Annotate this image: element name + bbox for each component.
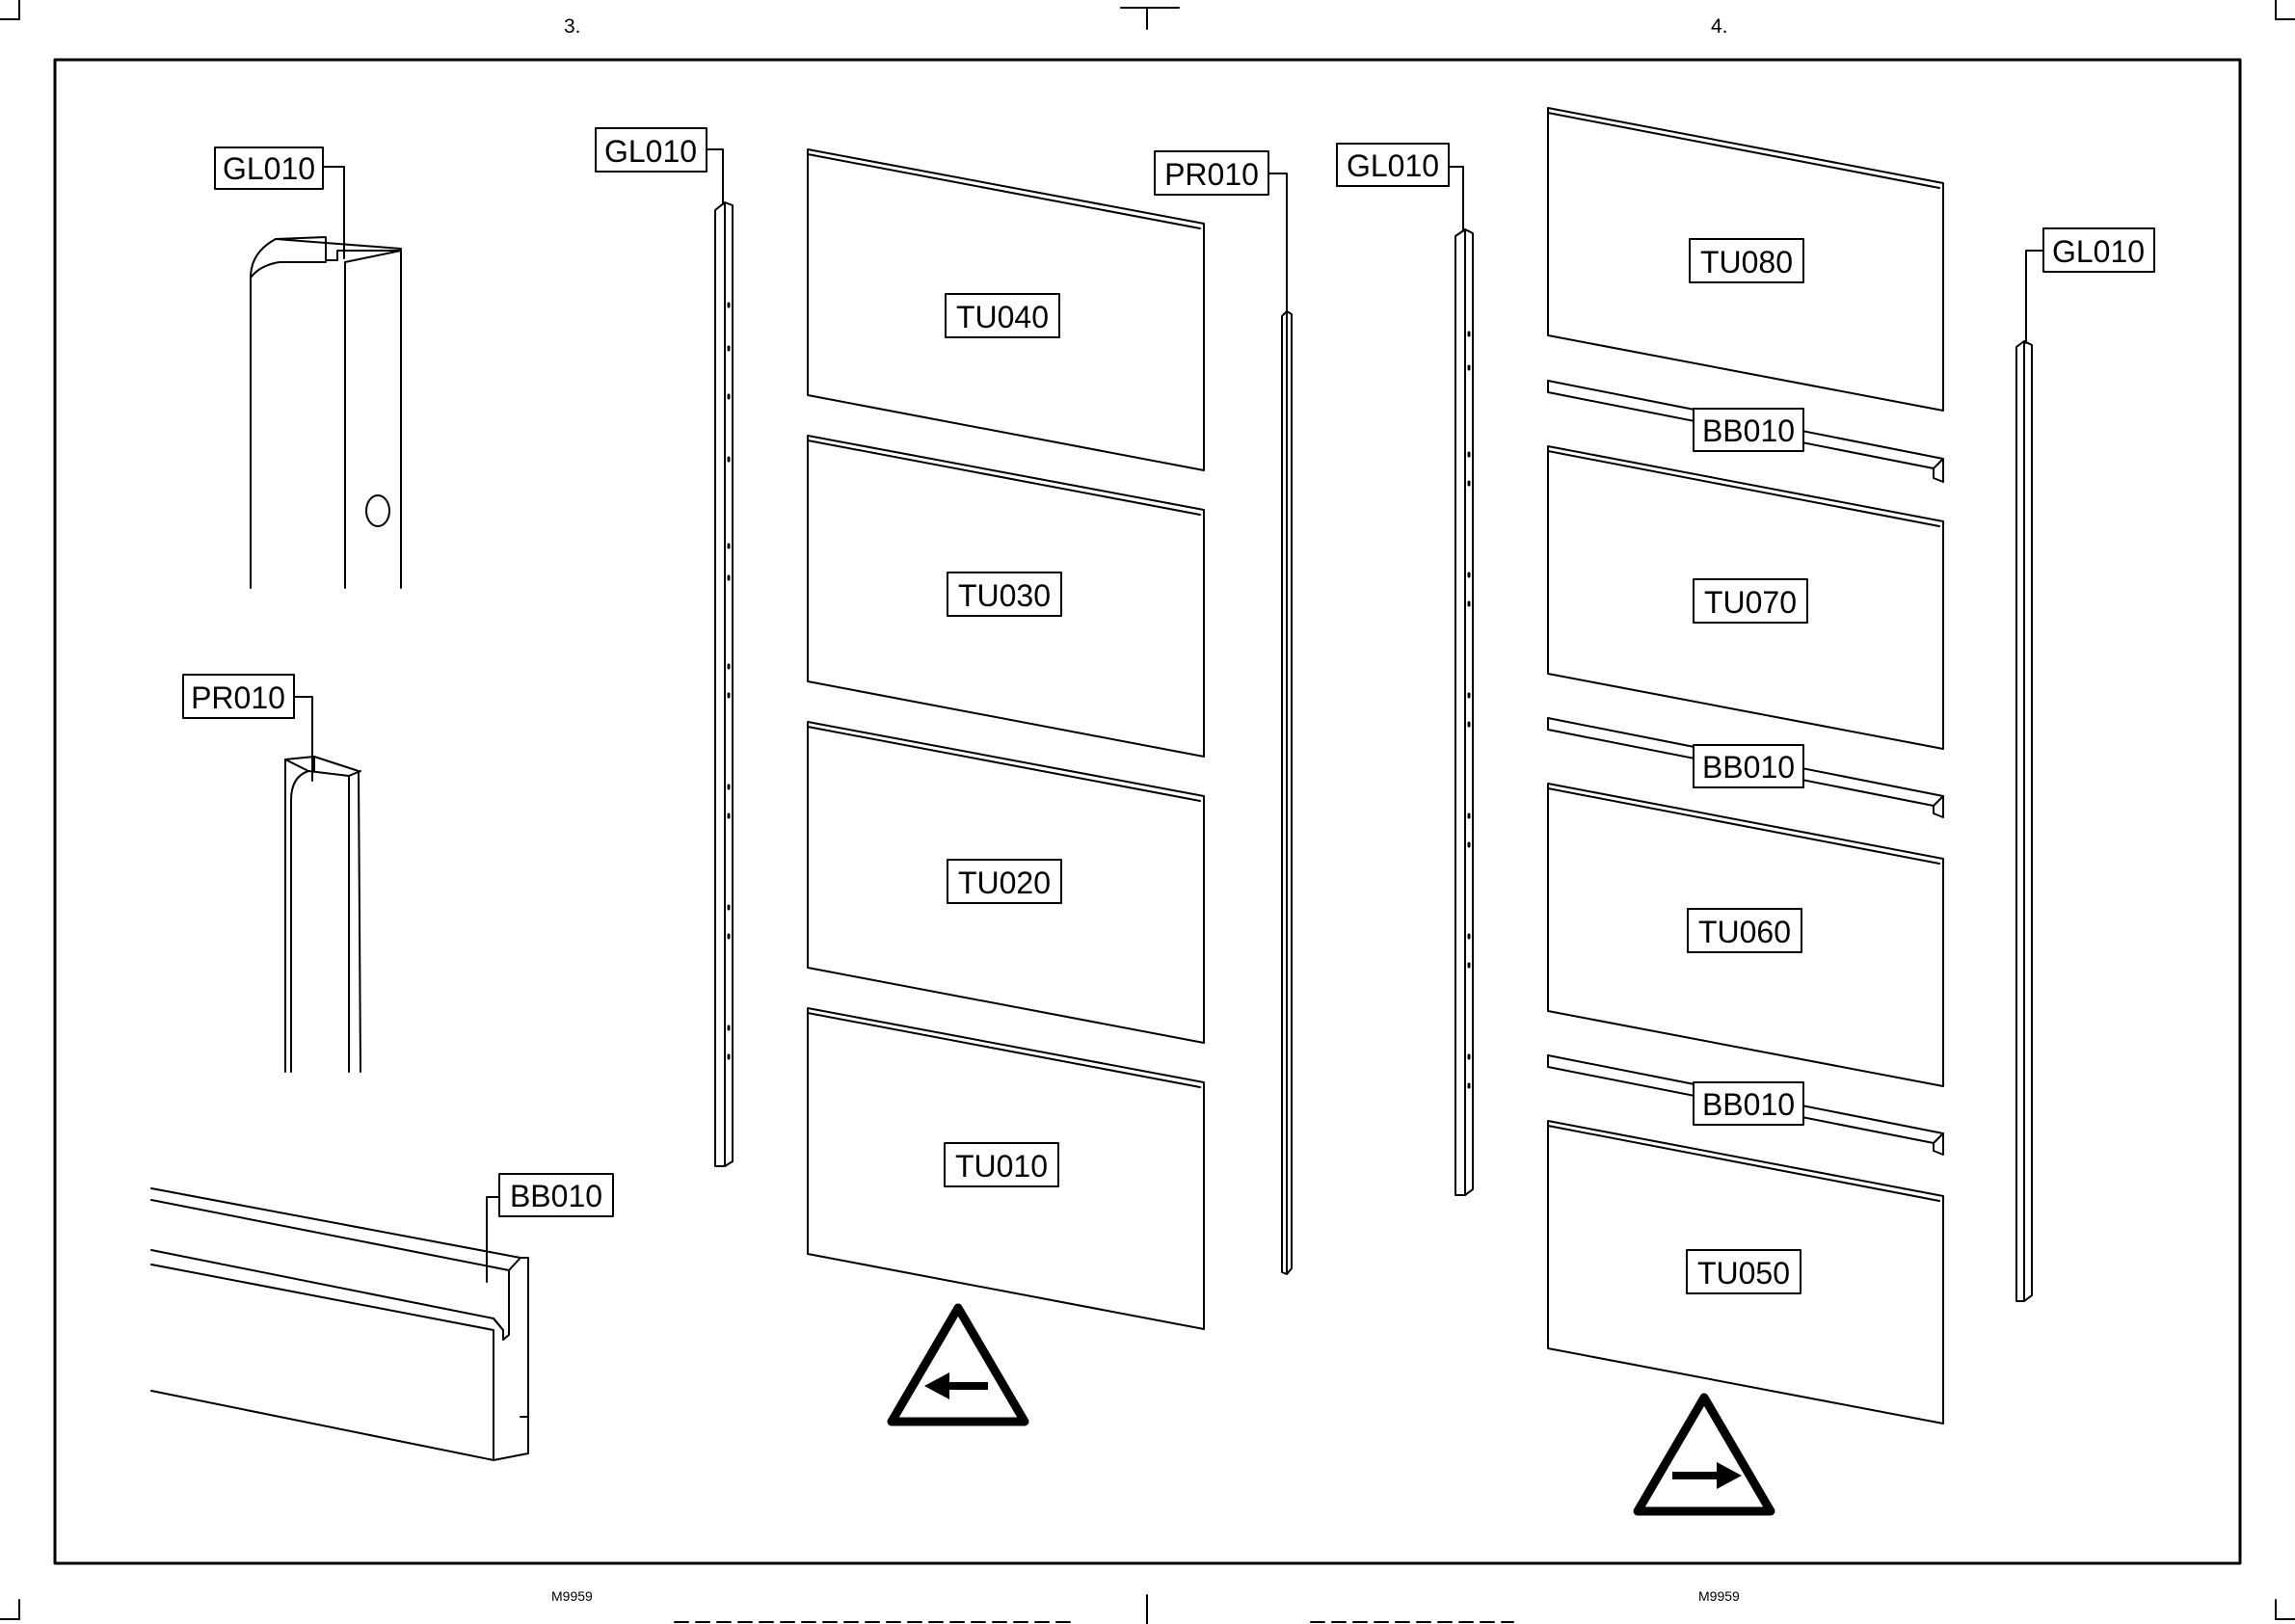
label-tu080: TU080 [1700,245,1793,280]
rail-bb010-c: BB010 [1548,1055,1943,1155]
label-detail-gl010-text: GL010 [223,151,315,186]
pr010-profile-detail [285,697,360,1072]
label-bb010-b: BB010 [1702,750,1795,785]
label-step4-gl010-left: GL010 [1337,144,1449,186]
label-tu020: TU020 [958,865,1051,900]
panel-tu020: TU020 [808,722,1204,1043]
step4-gl010-left-post [1449,167,1473,1195]
panel-tu080: TU080 [1548,108,1943,411]
panel-tu030: TU030 [808,436,1204,757]
step3-pr010-post [1269,173,1292,1274]
panel-tu040: TU040 [808,149,1204,470]
label-tu030: TU030 [958,578,1051,613]
rail-bb010-b: BB010 [1548,718,1943,817]
label-tu050: TU050 [1697,1256,1790,1291]
label-tu040: TU040 [956,300,1049,334]
diagram-frame [55,60,2240,1563]
step3-gl010-post [706,149,733,1166]
step4-gl010-right-post [2016,251,2043,1301]
panel-tu050: TU050 [1548,1121,1943,1424]
label-detail-bb010-text: BB010 [510,1179,602,1213]
arrow-left-warning-icon [892,1308,1025,1422]
label-bb010-a: BB010 [1702,413,1795,448]
bb010-rail-detail [151,1188,528,1460]
panel-tu070: TU070 [1548,446,1943,749]
label-bb010-c: BB010 [1702,1087,1795,1122]
label-tu060: TU060 [1698,915,1791,949]
label-detail-bb010: BB010 [499,1174,613,1216]
label-step3-gl010: GL010 [596,128,707,172]
label-tu010: TU010 [955,1149,1048,1184]
label-step4-gl010-left-text: GL010 [1347,148,1439,183]
panel-tu060: TU060 [1548,784,1943,1086]
rail-bb010-a: BB010 [1548,381,1943,482]
gl010-profile-detail [251,167,401,588]
label-step3-pr010: PR010 [1155,151,1268,195]
label-step3-pr010-text: PR010 [1164,157,1259,192]
label-step4-gl010-right-text: GL010 [2052,234,2145,269]
label-step4-gl010-right: GL010 [2043,228,2154,272]
panel-tu010: TU010 [808,1008,1204,1329]
label-tu070: TU070 [1704,585,1797,620]
label-step3-gl010-text: GL010 [604,134,697,169]
label-detail-pr010-text: PR010 [191,680,285,715]
label-detail-pr010: PR010 [183,675,294,718]
arrow-right-warning-icon [1638,1398,1771,1511]
label-detail-gl010: GL010 [215,147,323,189]
